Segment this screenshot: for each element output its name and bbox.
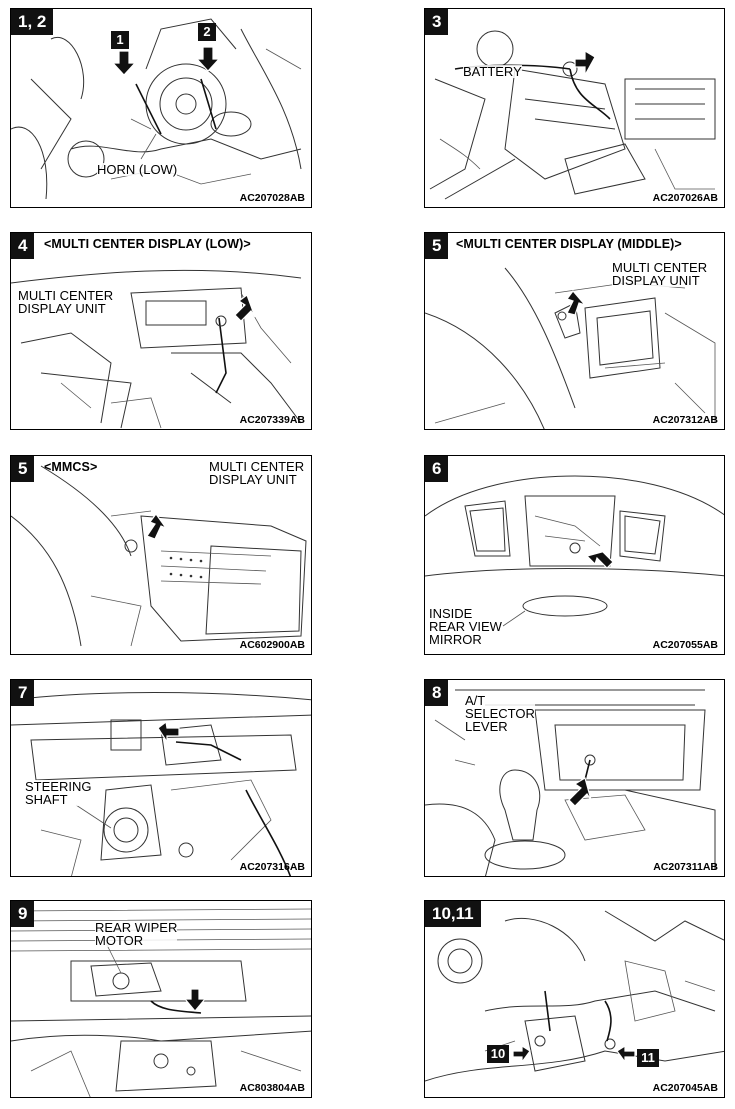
rear-wiper-label: REAR WIPER MOTOR [95,920,178,948]
panel-rear-wiper: 9 REAR WIPER MOTOR AC803804AB [10,900,312,1098]
panel-horn: 1, 2 1 2 HORN (LOW) AC207028AB [10,8,312,208]
panel-ground-10-11: 10,11 10 11 AC207045AB [424,900,725,1098]
display-unit-label: MULTI CENTER DISPLAY UNIT [18,288,114,316]
panel-battery: 3 BATTERY AC207026AB [424,8,725,208]
horn-label: HORN (LOW) [97,162,178,177]
horn-illustration [11,18,302,200]
figure-code: AC207311AB [653,861,718,873]
step-badge: 6 [425,456,449,482]
figure-code: AC803804AB [239,1082,305,1094]
display-mmcs-illustration [11,465,307,647]
mirror-illustration [425,475,724,627]
panel-display-middle: 5 <MULTI CENTER DISPLAY (MIDDLE)> MULTI … [424,232,725,430]
callout-11: 11 [637,1049,659,1067]
step-badge: 7 [11,680,35,706]
figure-code: AC602900AB [239,639,305,651]
variant-heading: <MULTI CENTER DISPLAY (MIDDLE)> [456,237,682,251]
variant-heading: <MULTI CENTER DISPLAY (LOW)> [44,237,251,251]
figure-code: AC207055AB [652,639,718,651]
step-badge: 10,11 [425,901,481,927]
panel-display-low: 4 <MULTI CENTER DISPLAY (LOW)> MULTI CEN… [10,232,312,430]
callout-2: 2 [198,23,216,41]
panel-mirror: 6 INSIDE REAR VIEW MIRROR AC207055AB [424,455,725,655]
step-badge: 1, 2 [11,9,54,35]
steering-label: STEERING SHAFT [25,779,92,807]
figure-code: AC207045AB [652,1082,718,1094]
callout-10: 10 [487,1045,509,1063]
callout-1: 1 [111,31,129,49]
figure-code: AC207026AB [652,192,718,204]
display-unit-label: MULTI CENTER DISPLAY UNIT [612,260,708,288]
step-badge: 5 [11,456,35,482]
display-unit-label: MULTI CENTER DISPLAY UNIT [209,459,305,487]
figure-code: AC207028AB [239,192,305,204]
display-low-illustration [11,269,302,429]
mirror-label: INSIDE REAR VIEW MIRROR [429,606,502,647]
step-badge: 3 [425,9,449,35]
display-middle-illustration [425,267,716,429]
selector-label: A/T SELECTOR LEVER [465,693,535,734]
step-badge: 9 [11,901,35,927]
panel-steering: 7 STEERING SHAFT AC207316AB [10,679,312,877]
variant-heading: <MMCS> [44,460,98,474]
step-badge: 5 [425,233,449,259]
steering-illustration [11,692,311,876]
figure-code: AC207312AB [652,414,718,426]
figure-code: AC207339AB [239,414,305,426]
step-badge: 8 [425,680,449,706]
battery-illustration [429,30,716,200]
step-badge: 4 [11,233,35,259]
battery-label: BATTERY [463,64,522,79]
panel-selector: 8 A/T SELECTOR LEVER AC207311AB [424,679,725,877]
ground-illustration [425,910,724,1082]
figure-code: AC207316AB [239,861,305,873]
panel-display-mmcs: 5 <MMCS> MULTI CENTER DISPLAY UNIT AC602… [10,455,312,655]
